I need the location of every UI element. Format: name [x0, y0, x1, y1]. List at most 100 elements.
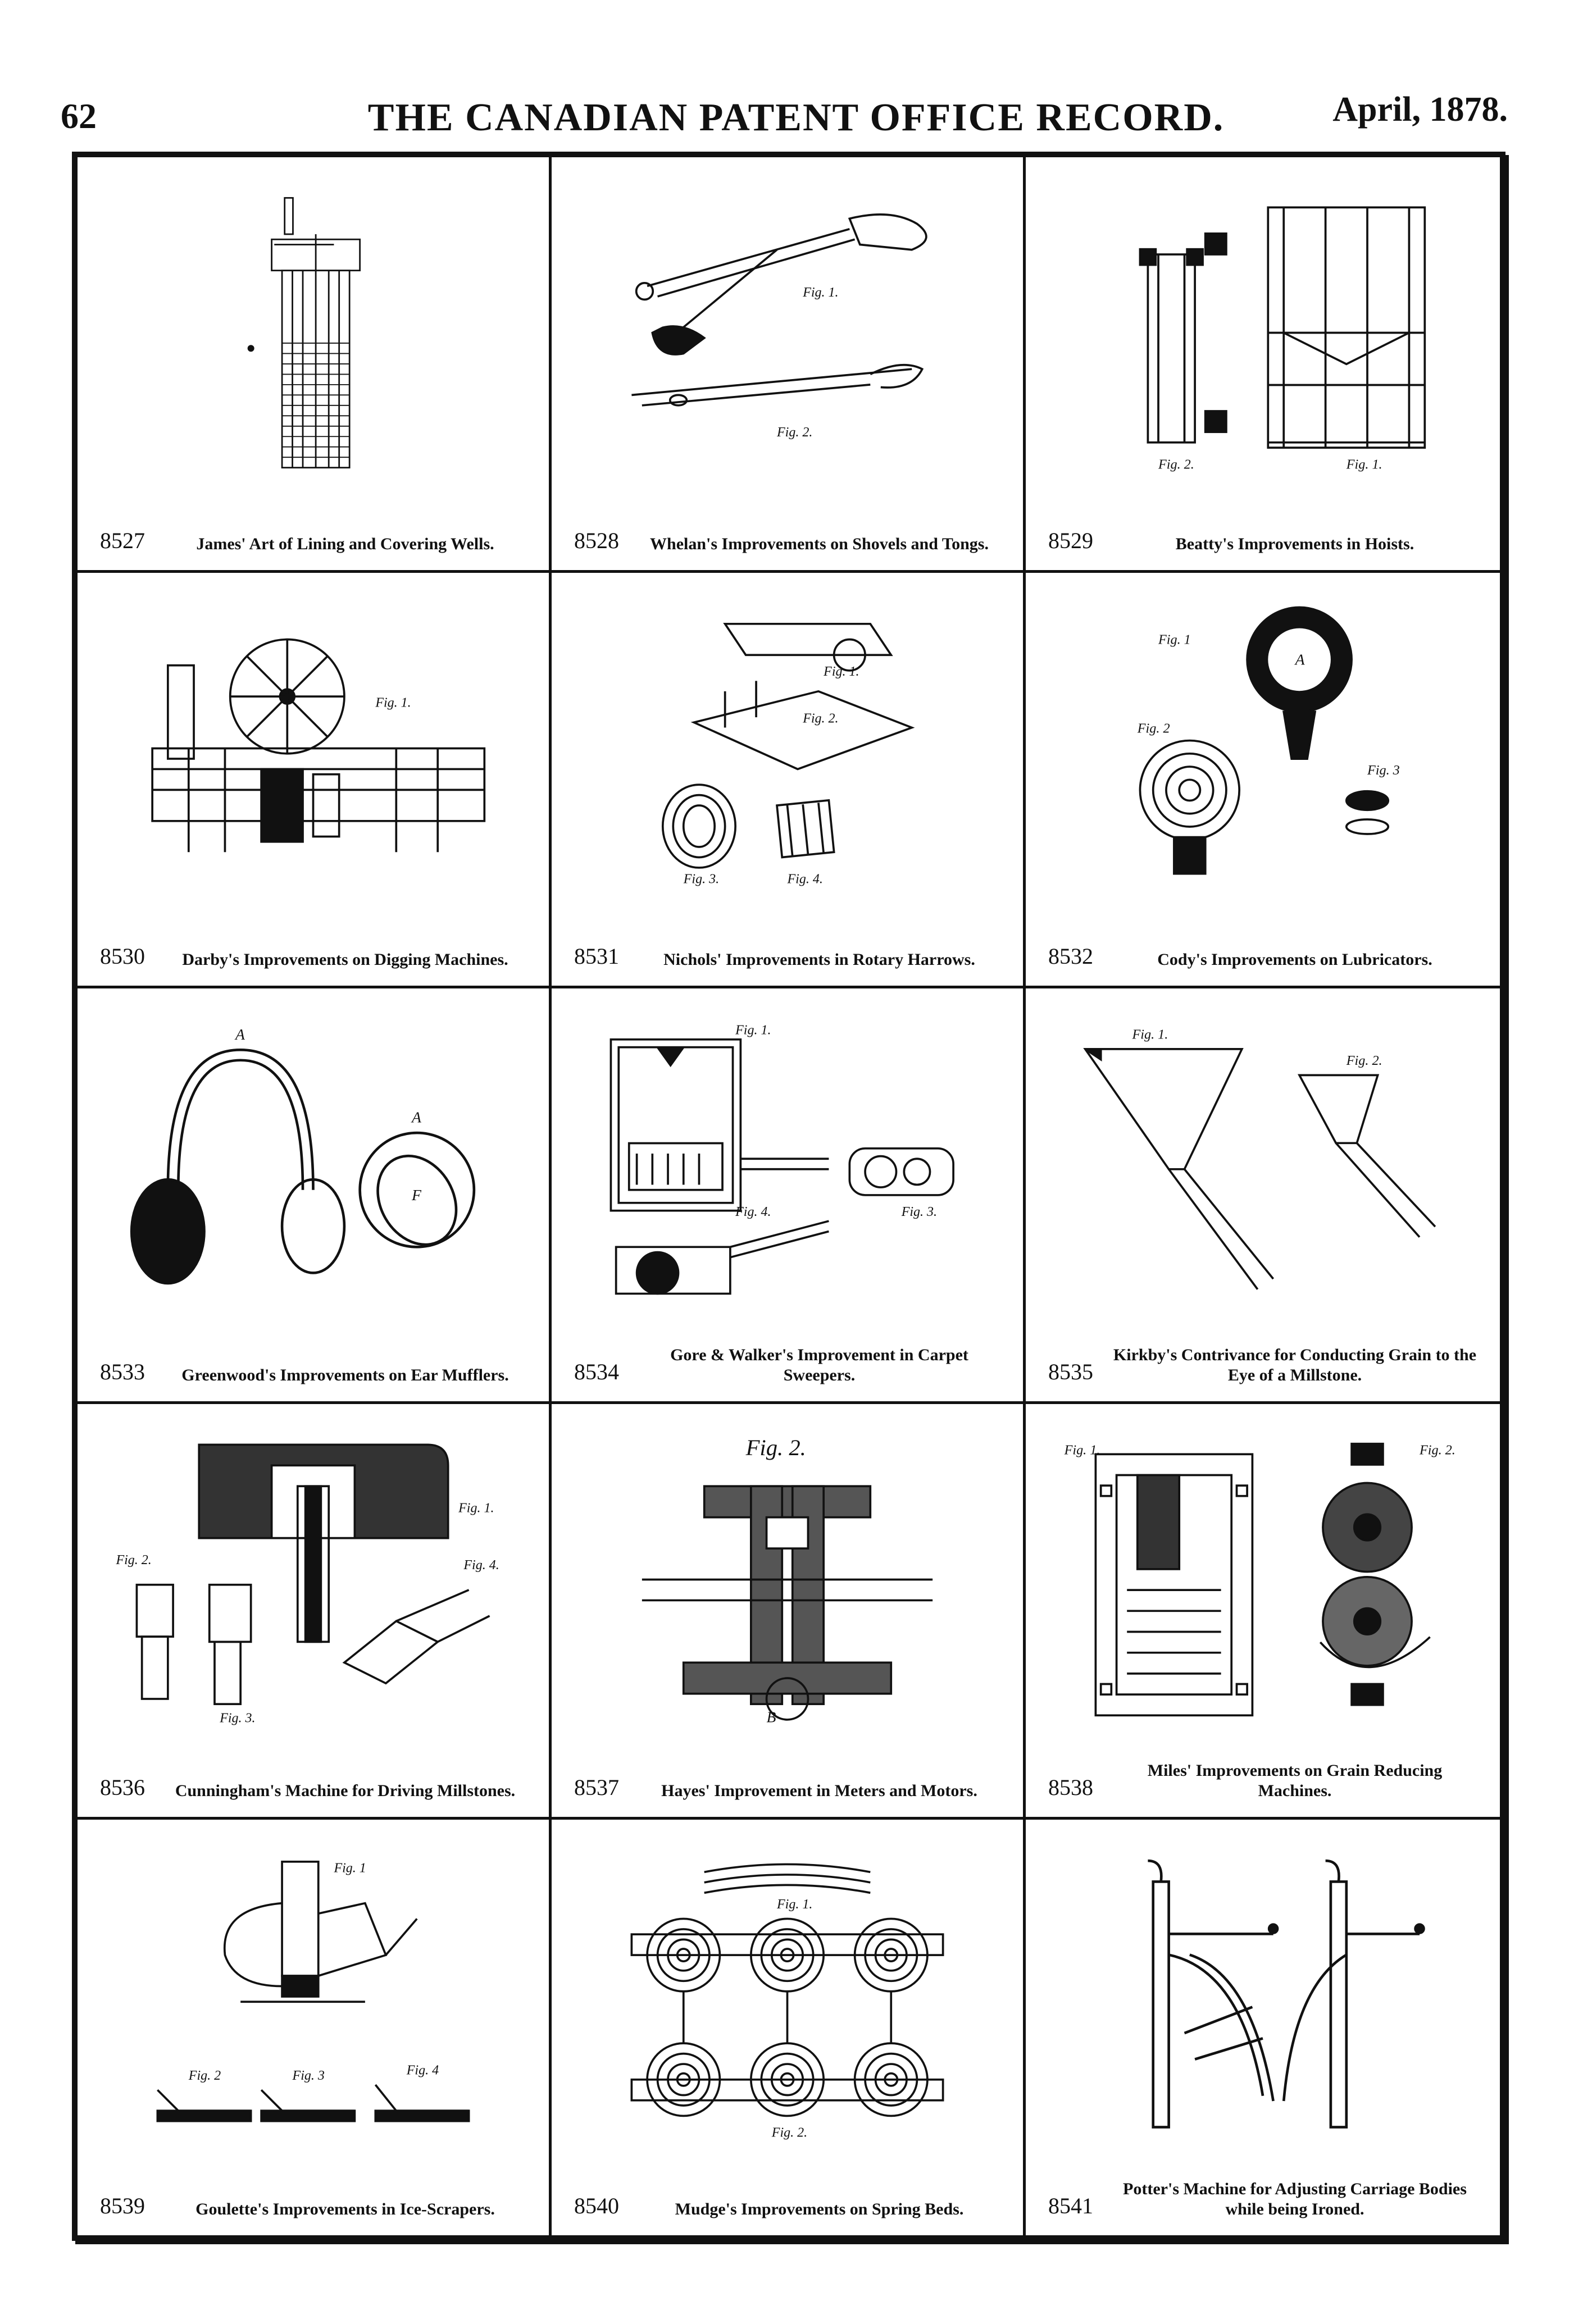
figure-label: Fig. 1: [333, 1861, 366, 1875]
patent-cell: Fig. 2. Fig. 1. 8529 Beatty's Improvemen…: [1026, 157, 1500, 573]
patent-title: Goulette's Improvements in Ice-Scrapers.: [195, 2200, 495, 2218]
patent-caption: 8531 Nichols' Improvements in Rotary Har…: [574, 919, 1000, 970]
well-lining-icon: [106, 180, 521, 486]
figure-label: Fig. 1.: [1064, 1442, 1100, 1457]
digging-machine-icon: Fig. 1.: [106, 595, 521, 901]
patent-cell: 8541 Potter's Machine for Adjusting Carr…: [1026, 1820, 1500, 2235]
grain-reducer-icon: Fig. 1. Fig. 2.: [1054, 1427, 1472, 1733]
figure-label: Fig. 2.: [802, 711, 838, 726]
patent-caption: 8536 Cunningham's Machine for Driving Mi…: [100, 1751, 526, 1801]
patent-number: 8533: [100, 1359, 145, 1384]
meter-motor-icon: Fig. 2. B: [580, 1427, 995, 1733]
patent-number: 8538: [1048, 1775, 1093, 1800]
patent-cell: Fig. 1. 8530 Darby's Improvements on Dig…: [78, 573, 552, 988]
patent-caption: 8532 Cody's Improvements on Lubricators.: [1048, 919, 1477, 970]
patent-number: 8531: [574, 944, 619, 969]
issue-date: April, 1878.: [1332, 90, 1508, 129]
patent-title: Cody's Improvements on Lubricators.: [1157, 950, 1432, 969]
patent-caption: 8539 Goulette's Improvements in Ice-Scra…: [100, 2169, 526, 2220]
patent-number: 8534: [574, 1359, 619, 1384]
svg-text:F: F: [411, 1186, 422, 1204]
patent-caption: 8534 Gore & Walker's Improvement in Carp…: [574, 1335, 1000, 1386]
figure-label: Fig. 1.: [823, 664, 859, 679]
svg-text:B: B: [767, 1708, 776, 1726]
figure-label: Fig. 1.: [1346, 457, 1382, 472]
patent-title: Darby's Improvements on Digging Machines…: [182, 950, 508, 969]
patent-number: 8541: [1048, 2193, 1093, 2218]
svg-text:A: A: [234, 1026, 245, 1043]
patent-caption: 8535 Kirkby's Contrivance for Conducting…: [1048, 1335, 1477, 1386]
figure-label: Fig. 3.: [901, 1205, 937, 1219]
patent-title: Miles' Improvements on Grain Reducing Ma…: [1147, 1761, 1443, 1800]
figure-label: Fig. 4.: [463, 1558, 499, 1573]
ice-scraper-icon: Fig. 1 Fig. 2 Fig. 3 Fig. 4: [106, 1842, 521, 2151]
hoist-icon: Fig. 2. Fig. 1.: [1054, 180, 1472, 486]
patent-cell: A Fig. 1 Fig. 2 Fig. 3 8532 Cody's Impro…: [1026, 573, 1500, 988]
patent-caption: 8530 Darby's Improvements on Digging Mac…: [100, 919, 526, 970]
ear-muffler-icon: A A F: [106, 1011, 521, 1317]
patent-cell: Fig. 1. Fig. 2. Fig. 3. Fig. 4. 8531 Nic…: [552, 573, 1026, 988]
patent-number: 8535: [1048, 1359, 1093, 1384]
patent-title: Potter's Machine for Adjusting Carriage …: [1123, 2180, 1467, 2218]
patent-cell: Fig. 1. Fig. 2. 8535 Kirkby's Contrivanc…: [1026, 988, 1500, 1404]
patent-grid: 8527 James' Art of Lining and Covering W…: [78, 157, 1500, 2235]
patent-title: Hayes' Improvement in Meters and Motors.: [661, 1781, 977, 1800]
figure-label: Fig. 1: [1158, 632, 1191, 648]
figure-label: Fig. 1.: [802, 285, 838, 300]
carriage-body-icon: [1054, 1842, 1472, 2151]
patent-number: 8540: [574, 2193, 619, 2218]
spring-bed-icon: Fig. 1. Fig. 2.: [580, 1842, 995, 2151]
svg-text:A: A: [1294, 651, 1306, 669]
patent-caption: 8540 Mudge's Improvements on Spring Beds…: [574, 2169, 1000, 2220]
patent-title: Nichols' Improvements in Rotary Harrows.: [663, 950, 975, 969]
figure-label: Fig. 3: [1367, 763, 1400, 778]
figure-label: Fig. 2: [1137, 721, 1170, 736]
patent-title: Greenwood's Improvements on Ear Mufflers…: [181, 1366, 509, 1384]
patent-cell: Fig. 1. Fig. 2.: [1026, 1404, 1500, 1820]
rotary-harrow-icon: Fig. 1. Fig. 2. Fig. 3. Fig. 4.: [580, 595, 995, 901]
lubricator-icon: A Fig. 1 Fig. 2 Fig. 3: [1054, 595, 1472, 901]
figure-label: Fig. 1.: [458, 1501, 494, 1515]
figure-label: Fig. 2.: [1158, 457, 1194, 472]
patent-cell: Fig. 1. Fig. 3. Fig. 4. 8534 Gore & Walk…: [552, 988, 1026, 1404]
millstone-driver-icon: Fig. 1. Fig. 2. Fig. 3. Fig. 4.: [106, 1427, 521, 1733]
figure-label: Fig. 2.: [115, 1553, 151, 1567]
carpet-sweeper-icon: Fig. 1. Fig. 3. Fig. 4.: [580, 1011, 995, 1317]
patent-cell: Fig. 1. Fig. 2. 8528 Whelan's Improvemen…: [552, 157, 1026, 573]
patent-number: 8530: [100, 944, 145, 969]
figure-label: Fig. 1.: [776, 1897, 812, 1912]
patent-title: Mudge's Improvements on Spring Beds.: [675, 2200, 964, 2218]
svg-text:A: A: [411, 1109, 422, 1126]
patent-number: 8537: [574, 1775, 619, 1800]
patent-title: Kirkby's Contrivance for Conducting Grai…: [1113, 1346, 1477, 1384]
patent-title: Gore & Walker's Improvement in Carpet Sw…: [670, 1346, 968, 1384]
page-number: 62: [61, 96, 97, 136]
patent-caption: 8538 Miles' Improvements on Grain Reduci…: [1048, 1751, 1477, 1801]
grain-conductor-icon: Fig. 1. Fig. 2.: [1054, 1011, 1472, 1317]
patent-number: 8539: [100, 2193, 145, 2218]
patent-title: James' Art of Lining and Covering Wells.: [196, 535, 494, 553]
patent-number: 8532: [1048, 944, 1093, 969]
figure-label: Fig. 1.: [735, 1023, 771, 1038]
patent-caption: 8533 Greenwood's Improvements on Ear Muf…: [100, 1335, 526, 1386]
figure-label: Fig. 3.: [219, 1711, 255, 1726]
figure-label: Fig. 2.: [771, 2125, 807, 2140]
figure-label: Fig. 4.: [787, 872, 823, 887]
patent-caption: 8529 Beatty's Improvements in Hoists.: [1048, 504, 1477, 554]
figure-label: Fig. 2: [188, 2068, 221, 2083]
figure-label: Fig. 2.: [776, 425, 812, 440]
figure-label: Fig. 1.: [375, 696, 411, 710]
patent-cell: Fig. 1. Fig. 2. 8540: [552, 1820, 1026, 2235]
patent-caption: 8541 Potter's Machine for Adjusting Carr…: [1048, 2169, 1477, 2220]
patent-cell: 8527 James' Art of Lining and Covering W…: [78, 157, 552, 573]
shovel-tongs-icon: Fig. 1. Fig. 2.: [580, 180, 995, 486]
journal-title: THE CANADIAN PATENT OFFICE RECORD.: [367, 96, 1225, 139]
patent-cell: A A F 8533 Greenwood's Improvements on E…: [78, 988, 552, 1404]
figure-label: Fig. 4: [406, 2063, 439, 2078]
patent-title: Cunningham's Machine for Driving Millsto…: [175, 1781, 516, 1800]
patent-number: 8527: [100, 528, 145, 553]
patent-number: 8529: [1048, 528, 1093, 553]
figure-label: Fig. 2.: [1419, 1442, 1455, 1457]
figure-label: Fig. 4.: [735, 1205, 771, 1219]
figure-label: Fig. 2.: [1346, 1053, 1382, 1068]
